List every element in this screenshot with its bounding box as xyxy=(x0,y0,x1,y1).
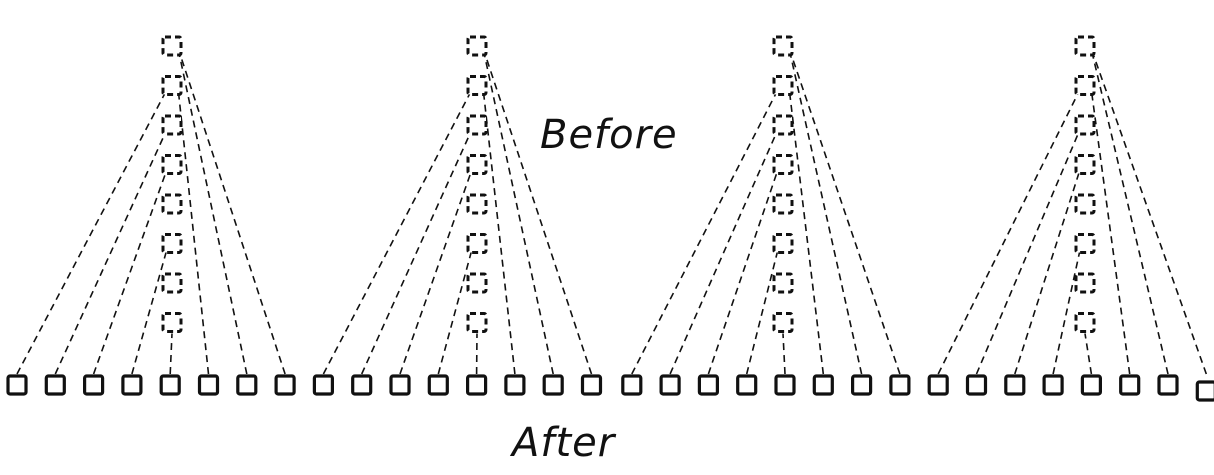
connector-line xyxy=(482,47,593,375)
after-box xyxy=(466,374,488,396)
before-box xyxy=(772,114,794,136)
connector-line xyxy=(131,245,169,375)
before-box xyxy=(161,154,183,175)
after-box xyxy=(580,374,603,396)
after-box xyxy=(812,374,834,396)
after-box xyxy=(1195,380,1214,402)
before-box xyxy=(161,272,183,294)
connector-line xyxy=(937,87,1082,375)
connector-line xyxy=(1052,245,1082,375)
before-box xyxy=(466,272,488,294)
connector-line xyxy=(975,126,1082,375)
before-box xyxy=(772,35,794,57)
after-box xyxy=(1119,374,1141,396)
after-box xyxy=(389,374,411,396)
after-box xyxy=(1004,374,1026,396)
after-box xyxy=(965,374,988,396)
connector-line xyxy=(169,333,173,375)
after-box xyxy=(121,374,143,396)
connector-line xyxy=(782,333,786,375)
after-box xyxy=(736,374,758,396)
connector-line xyxy=(788,87,825,375)
before-box xyxy=(466,35,488,57)
before-box xyxy=(772,233,794,254)
after-box xyxy=(159,374,181,396)
before-box xyxy=(1074,114,1096,136)
after-box xyxy=(659,374,681,396)
after-box xyxy=(1042,374,1064,396)
connector-line xyxy=(669,126,780,375)
before-box xyxy=(466,312,488,333)
before-box xyxy=(772,154,794,175)
after-box xyxy=(504,374,526,396)
after-box xyxy=(44,374,66,396)
connector-line xyxy=(177,47,286,375)
before-box xyxy=(161,193,183,215)
connector-line xyxy=(482,87,516,375)
after-box xyxy=(312,374,334,396)
after-box xyxy=(927,374,949,396)
before-box xyxy=(161,233,183,254)
after-box xyxy=(236,374,258,396)
before-box xyxy=(1074,35,1096,57)
before-box xyxy=(466,154,488,175)
after-box xyxy=(850,374,873,396)
connector-line xyxy=(177,87,210,375)
connector-line xyxy=(92,166,169,375)
before-box xyxy=(1074,233,1096,254)
before-box xyxy=(1074,75,1096,96)
connector-line xyxy=(399,166,474,375)
connector-line xyxy=(360,126,474,375)
connector-line xyxy=(1090,87,1131,375)
after-box xyxy=(621,374,643,396)
connector-line xyxy=(745,245,780,375)
before-box xyxy=(772,312,794,333)
connector-line xyxy=(322,87,474,375)
before-box xyxy=(161,75,183,96)
before-box xyxy=(466,114,488,136)
before-box xyxy=(1074,154,1096,175)
connector-line xyxy=(788,47,901,375)
after-box xyxy=(1157,374,1179,396)
connector-line xyxy=(707,166,780,375)
connector-line xyxy=(1090,47,1169,375)
before-box xyxy=(1074,193,1096,215)
connector-line xyxy=(177,47,248,375)
after-box xyxy=(82,374,105,396)
connector-line xyxy=(482,47,554,375)
before-box xyxy=(161,312,183,333)
connector-line xyxy=(54,126,169,375)
after-box xyxy=(197,374,220,396)
before-box xyxy=(772,193,794,215)
after-box xyxy=(274,374,296,396)
connector-line xyxy=(1014,166,1082,375)
after-label: After xyxy=(512,420,616,466)
after-box xyxy=(427,374,449,396)
connector-line xyxy=(437,245,474,375)
connector-line xyxy=(631,87,780,375)
before-box xyxy=(161,35,183,57)
before-label: Before xyxy=(540,112,678,158)
before-box xyxy=(161,114,183,136)
connector-line xyxy=(1090,47,1208,375)
after-box xyxy=(697,374,720,396)
after-box xyxy=(889,374,911,396)
before-box xyxy=(772,75,794,96)
after-box xyxy=(1080,374,1103,396)
before-box xyxy=(1074,272,1096,294)
after-box xyxy=(542,374,564,396)
after-box xyxy=(6,374,28,396)
connector-line xyxy=(16,87,169,375)
connector-line xyxy=(788,47,863,375)
before-box xyxy=(466,233,488,254)
before-box xyxy=(466,75,488,96)
connector-line xyxy=(1084,333,1093,375)
before-box xyxy=(1074,312,1096,333)
before-box xyxy=(772,272,794,294)
before-box xyxy=(466,193,488,215)
after-box xyxy=(774,374,796,396)
after-box xyxy=(351,374,373,396)
